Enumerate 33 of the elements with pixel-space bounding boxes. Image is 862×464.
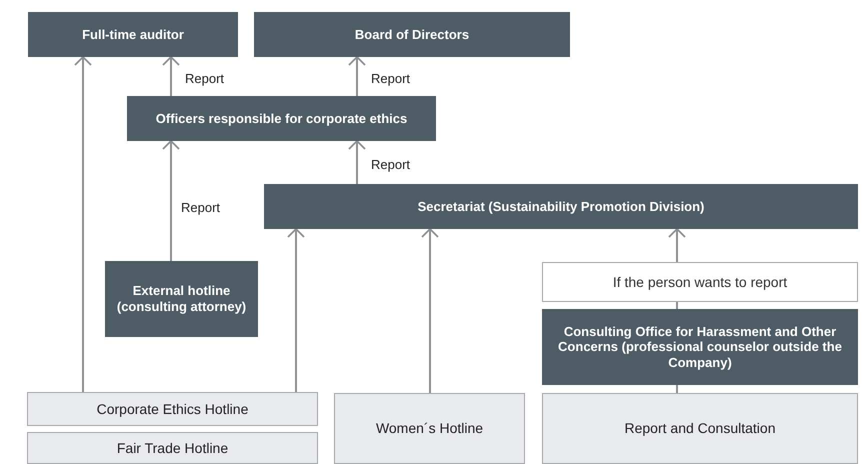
arrow — [74, 56, 92, 392]
role-box — [127, 96, 436, 141]
node-text: Secretariat (Sustainability Promotion Division) — [416, 198, 706, 214]
arrow — [162, 140, 180, 261]
arrow — [348, 56, 366, 96]
arrow — [162, 56, 180, 96]
channel-box — [542, 393, 858, 464]
role-box — [264, 184, 858, 229]
role-box — [542, 309, 858, 385]
role-box — [28, 12, 238, 57]
edge-label: Report — [179, 200, 222, 216]
connector-line — [676, 302, 678, 309]
node-text: Board of Directors — [354, 26, 470, 42]
arrow — [287, 228, 305, 392]
arrow — [421, 228, 439, 393]
condition-box — [542, 262, 858, 302]
role-box — [254, 12, 570, 57]
node-text: External hotline (consulting attorney) — [116, 283, 248, 315]
role-box — [105, 261, 258, 337]
node-text: Consulting Office for Harassment and Other Concerns (professional counselor outside the Company) — [557, 324, 843, 370]
arrow — [348, 140, 366, 184]
node-text: Full-time auditor — [81, 26, 185, 42]
arrow — [668, 228, 686, 262]
node-text: Report and Consultation — [624, 420, 776, 437]
node-text: Fair Trade Hotline — [116, 440, 230, 456]
channel-box — [27, 432, 318, 464]
connector-line — [676, 385, 678, 393]
node-text: Corporate Ethics Hotline — [96, 400, 250, 418]
node-text: Officers responsible for corporate ethics — [154, 110, 408, 126]
channel-box — [27, 392, 318, 426]
node-text: If the person wants to report — [612, 274, 788, 290]
node-text: Women´s Hotline — [374, 420, 484, 437]
channel-box — [334, 393, 525, 464]
